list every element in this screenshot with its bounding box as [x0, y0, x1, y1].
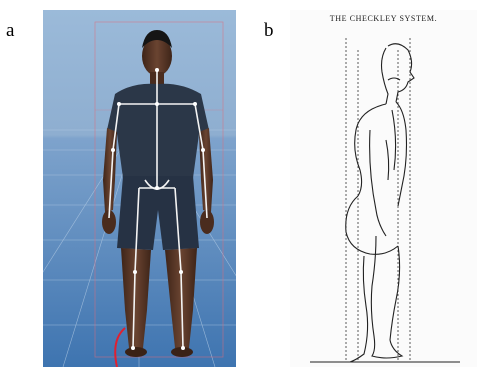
reference-lines: [346, 38, 410, 362]
panel-label-a: a: [6, 20, 14, 42]
torso: [107, 84, 209, 178]
figure-checkley-sketch: THE CHECKLEY SYSTEM.: [290, 10, 477, 367]
3d-human-model-icon: [43, 10, 236, 367]
posture-sketch-icon: [290, 10, 477, 367]
posture-figure-outline: [346, 44, 414, 362]
panel-label-b: b: [264, 20, 274, 42]
figure-3d-skeleton-model: [43, 10, 236, 367]
figure-title: THE CHECKLEY SYSTEM.: [290, 14, 477, 23]
